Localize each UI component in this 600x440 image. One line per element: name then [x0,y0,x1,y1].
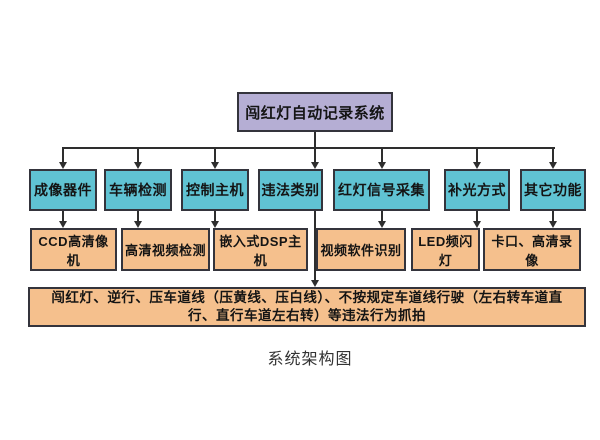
node-checkpoint-hd-recording: 卡口、高清录像 [483,228,581,271]
connector-arrow-icon [378,162,386,169]
node-ccd-hd-camera: CCD高清像机 [30,228,117,271]
connector-arrow-icon [311,162,319,169]
node-hd-video-detection: 高清视频检测 [121,228,210,271]
connector-arrow-icon [378,221,386,228]
connector-arrow-icon [549,221,557,228]
connector-arrow-icon [59,221,67,228]
connector-line [552,149,554,162]
node-fill-light-mode: 补光方式 [444,169,510,211]
node-violation-behaviors-description: 闯红灯、逆行、压车道线（压黄线、压白线）、不按规定车道线行驶（左右转车道直行、直… [28,287,586,327]
connector-arrow-icon [134,221,142,228]
connector-line [62,149,64,162]
connector-line [314,132,316,148]
connector-arrow-icon [211,162,219,169]
connector-line [214,211,216,221]
diagram-caption: 系统架构图 [267,351,353,368]
node-redlight-signal-capture: 红灯信号采集 [333,169,430,211]
node-control-host: 控制主机 [181,169,249,211]
connector-line [137,211,139,221]
connector-arrow-icon [549,162,557,169]
node-root-system: 闯红灯自动记录系统 [237,92,393,132]
node-video-software-recognition: 视频软件识别 [316,228,406,271]
node-embedded-dsp-host: 嵌入式DSP主机 [213,228,308,271]
connector-line [476,149,478,162]
node-vehicle-detection: 车辆检测 [104,169,172,211]
connector-arrow-icon [473,162,481,169]
node-violation-type: 违法类别 [258,169,323,211]
connector-rail [62,147,555,149]
connector-arrow-icon [134,162,142,169]
connector-line [476,211,478,221]
node-other-functions: 其它功能 [520,169,586,211]
connector-line [214,149,216,162]
connector-line [314,149,316,162]
connector-line [62,211,64,221]
node-led-strobe-light: LED频闪灯 [411,228,480,271]
connector-arrow-icon [311,280,319,287]
node-imaging-device: 成像器件 [29,169,97,211]
connector-line [381,211,383,221]
connector-arrow-icon [211,221,219,228]
connector-arrow-icon [59,162,67,169]
connector-line [381,149,383,162]
connector-line [314,211,316,280]
connector-arrow-icon [473,221,481,228]
connector-line [137,149,139,162]
connector-line [552,211,554,221]
